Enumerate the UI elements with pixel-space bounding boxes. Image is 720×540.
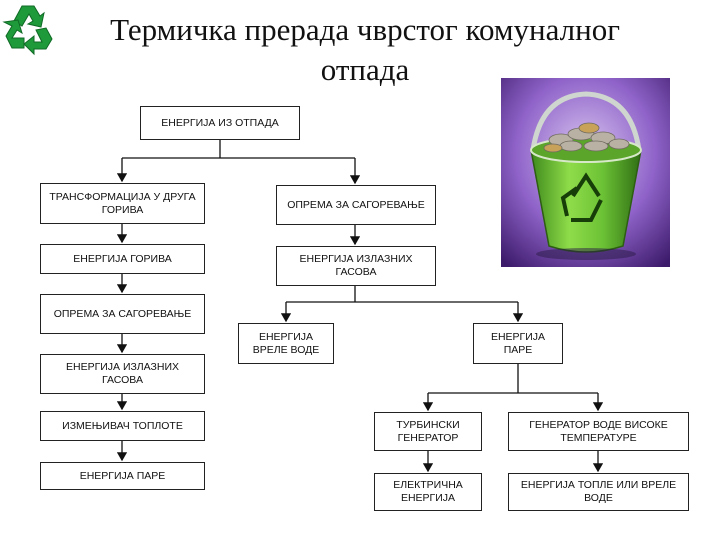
- node-turbine-generator: ТУРБИНСКИ ГЕНЕРАТОР: [374, 412, 482, 451]
- node-combustion-equipment-left: ОПРЕМА ЗА САГОРЕВАЊЕ: [40, 294, 205, 334]
- node-electric-energy: ЕЛЕКТРИЧНА ЕНЕРГИЈА: [374, 473, 482, 511]
- node-steam-energy: ЕНЕРГИЈА ПАРЕ: [473, 323, 563, 364]
- node-transform-to-fuels: ТРАНСФОРМАЦИЈА У ДРУГА ГОРИВА: [40, 183, 205, 224]
- node-flue-gas-energy-left: ЕНЕРГИЈА ИЗЛАЗНИХ ГАСОВА: [40, 354, 205, 394]
- node-hot-water-energy: ЕНЕРГИЈА ВРЕЛЕ ВОДЕ: [238, 323, 334, 364]
- node-flue-gas-energy-right: ЕНЕРГИЈА ИЗЛАЗНИХ ГАСОВА: [276, 246, 436, 286]
- node-energy-from-waste: ЕНЕРГИЈА ИЗ ОТПАДА: [140, 106, 300, 140]
- node-heat-exchanger: ИЗМЕЊИВАЧ ТОПЛОТЕ: [40, 411, 205, 441]
- node-steam-energy-left: ЕНЕРГИЈА ПАРЕ: [40, 462, 205, 490]
- node-heat-or-hot-water-energy: ЕНЕРГИЈА ТОПЛЕ ИЛИ ВРЕЛЕ ВОДЕ: [508, 473, 689, 511]
- node-high-temp-water-generator: ГЕНЕРАТОР ВОДЕ ВИСОКЕ ТЕМПЕРАТУРЕ: [508, 412, 689, 451]
- node-fuel-energy: ЕНЕРГИЈА ГОРИВА: [40, 244, 205, 274]
- node-combustion-equipment-right: ОПРЕМА ЗА САГОРЕВАЊЕ: [276, 185, 436, 225]
